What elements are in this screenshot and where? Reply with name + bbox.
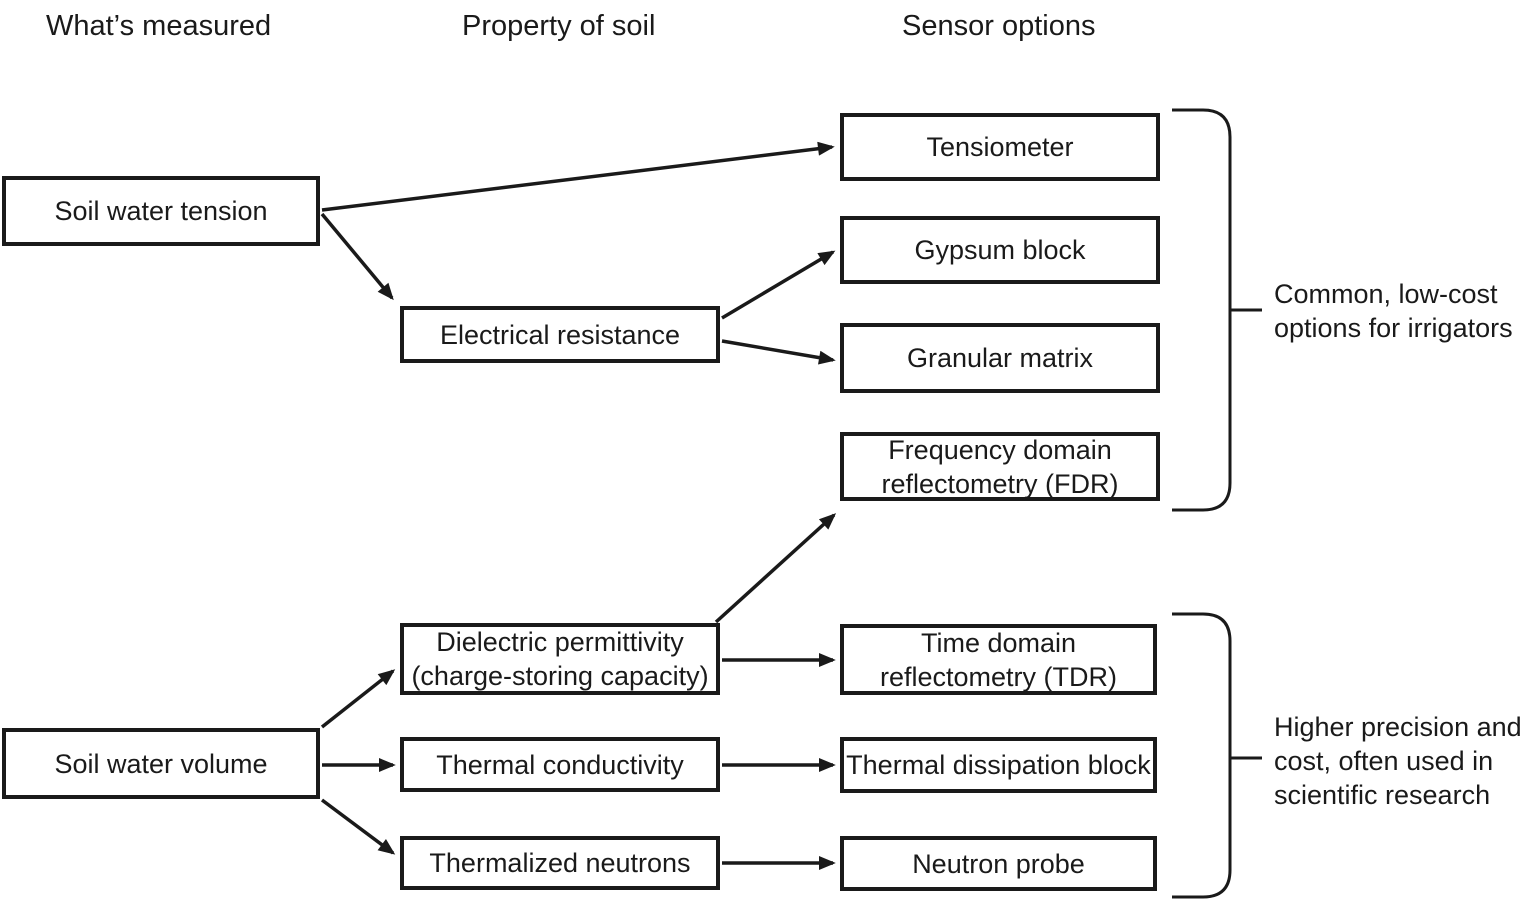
node-label: Thermal conductivity [436,749,684,780]
node-granular-matrix: Granular matrix [840,323,1160,393]
node-label: Thermalized neutrons [429,848,691,878]
column-header-whats-measured: What’s measured [46,10,272,42]
node-fdr: Frequency domain reflectometry (FDR) [840,432,1160,501]
node-label: Soil water volume [54,748,268,779]
arrow-tension-to-tensiometer [321,141,835,212]
annotation-line: Higher precision and [1274,712,1522,742]
node-thermalized-neutrons: Thermalized neutrons [400,836,720,890]
annotation-higher-precision: Higher precision and cost, often used in… [1274,710,1522,812]
annotation-common-low-cost: Common, low-cost options for irrigators [1274,277,1513,345]
node-thermal-dissipation-block: Thermal dissipation block [840,737,1157,793]
annotation-line: Common, low-cost [1274,279,1498,309]
node-label: Dielectric permittivity [436,627,684,657]
arrow-electrical-to-gypsum-block [721,250,836,320]
node-tdr: Time domain reflectometry (TDR) [840,624,1157,695]
annotation-line: scientific research [1274,780,1491,810]
node-electrical-resistance: Electrical resistance [400,306,720,363]
node-label: Frequency domain [888,434,1112,465]
node-label: Thermal dissipation block [846,750,1151,780]
node-label: Granular matrix [906,343,1094,373]
arrow-dielectric-to-fdr [714,513,837,624]
column-header-sensor-options: Sensor options [902,10,1096,42]
node-label: (charge-storing capacity) [411,661,709,691]
annotation-line: options for irrigators [1274,313,1513,343]
node-dielectric-permittivity: Dielectric permittivity (charge-storing … [400,623,720,695]
node-label: Soil water tension [54,196,268,226]
node-label: Electrical resistance [439,319,681,350]
node-neutron-probe: Neutron probe [840,836,1157,891]
node-gypsum-block: Gypsum block [840,216,1160,284]
node-label: Neutron probe [912,848,1085,879]
node-label: reflectometry (TDR) [879,661,1117,692]
column-header-property-of-soil: Property of soil [462,10,656,42]
node-tensiometer: Tensiometer [840,113,1160,181]
bracket-research-options [1172,612,1262,899]
node-label: reflectometry (FDR) [881,468,1119,499]
arrow-volume-to-dielectric [320,669,396,729]
node-soil-water-volume: Soil water volume [2,728,320,799]
node-label: Time domain [920,627,1077,658]
bracket-common-options [1172,108,1262,512]
arrow-volume-to-thermalized-neutrons [320,798,396,855]
node-soil-water-tension: Soil water tension [2,176,320,246]
arrow-electrical-to-granular-matrix [721,339,836,365]
node-thermal-conductivity: Thermal conductivity [400,737,720,792]
node-label: Tensiometer [926,132,1074,162]
arrow-tension-to-electrical-resistance [320,212,394,301]
annotation-line: cost, often used in [1274,746,1494,776]
node-label: Gypsum block [914,235,1086,265]
